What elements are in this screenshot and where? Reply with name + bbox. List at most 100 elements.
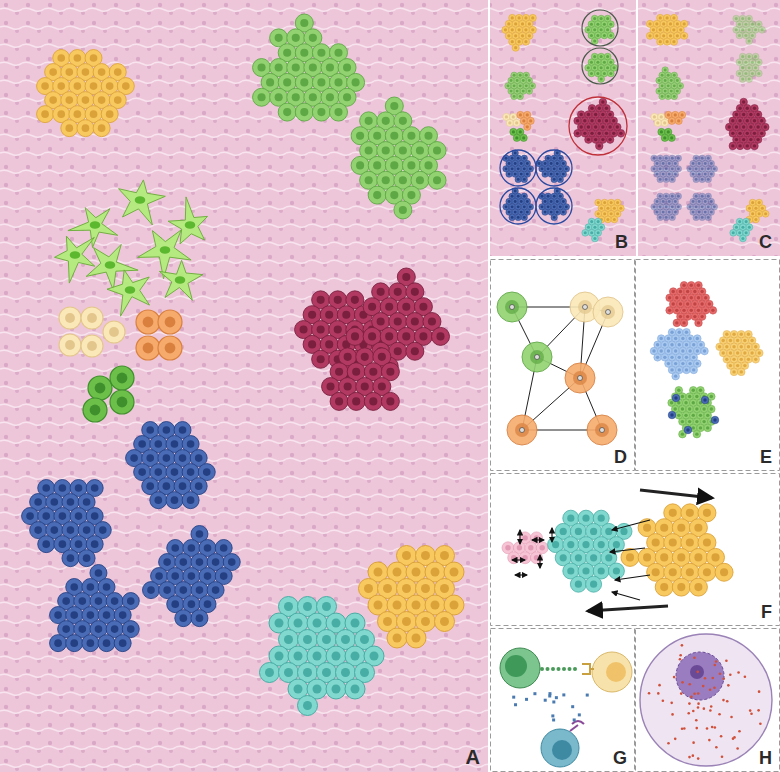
cell-nucleus [741,237,744,240]
cell-nucleus [300,326,308,334]
cell-nucleus [669,509,677,517]
cell-nucleus [560,554,567,561]
cell-nucleus [600,28,603,31]
cell-nucleus [670,136,673,139]
cell [50,635,67,652]
cell [739,76,746,83]
cell-nucleus [393,568,402,577]
cell-nucleus [525,84,528,87]
cell-nucleus [505,115,508,118]
cell-nucleus [597,231,600,234]
cell-nucleus [695,178,698,181]
cell [406,342,424,360]
cell-nucleus [677,119,680,122]
cell-nucleus [580,125,583,128]
cell-nucleus [590,23,593,26]
cell [673,319,681,327]
cell [663,214,669,220]
cell-nucleus [523,205,526,208]
cell-nucleus [399,206,407,214]
cell-nucleus [587,28,590,31]
cell-nucleus [681,337,684,340]
cell-nucleus [707,157,710,160]
cell [586,576,602,592]
cell [693,214,699,220]
cell-nucleus [688,395,691,398]
cell-nucleus [667,95,670,98]
cell [432,327,450,345]
cell-nucleus [62,597,70,605]
cell [695,319,703,327]
cell-nucleus [334,49,342,57]
cell-nucleus [203,468,211,476]
cell-nucleus [672,302,675,305]
cell-nucleus [309,93,317,101]
cell [406,628,426,648]
cell-nucleus [674,337,677,340]
cell-cluster [621,504,733,596]
cell-nucleus [732,345,735,348]
cell-nucleus [67,526,75,534]
cell-nucleus [365,147,373,155]
cell-nucleus [698,200,701,203]
cell [570,576,586,592]
cell-nucleus [593,237,596,240]
cell-nucleus [660,115,663,118]
cell-nucleus [740,370,743,373]
cell-cluster [510,128,527,141]
cell [191,610,208,627]
cell-nucleus [713,205,716,208]
cell-nucleus [196,558,204,566]
cell-cluster [687,193,718,221]
cell-nucleus [317,355,325,363]
cell [278,103,296,121]
cell-nucleus [511,205,514,208]
graph-nucleus [573,371,587,385]
cell-cluster [656,67,684,100]
cell-nucleus [74,82,82,90]
cell-nucleus [364,584,373,593]
cell-nucleus [653,157,656,160]
cell-nucleus [713,418,716,421]
cell-nucleus [114,68,122,76]
cell-nucleus [685,331,688,334]
cell-nucleus [87,583,95,591]
cell-nucleus [42,512,50,520]
cell-nucleus [590,231,593,234]
cell-nucleus [399,147,407,155]
cell-cluster [730,218,753,242]
cell [175,610,192,627]
cell [701,347,709,355]
cell [519,552,531,564]
cell [312,103,330,121]
cell-nucleus [660,349,663,352]
cell-nucleus [517,178,520,181]
cell-cluster [725,98,769,149]
cell-nucleus [743,364,746,367]
cell-nucleus [764,125,767,128]
cell-nucleus [300,49,308,57]
cell-nucleus [659,178,662,181]
cell-nucleus [685,343,688,346]
cell-nucleus [609,34,612,37]
cell [671,93,677,99]
cell-nucleus [708,302,711,305]
cell-nucleus [365,117,373,125]
cell-nucleus [664,90,667,93]
cell-nucleus [516,79,519,82]
cell-nucleus [567,567,574,574]
cell-nucleus [656,200,659,203]
cell-nucleus [605,554,612,561]
cell-nucleus [695,216,698,219]
cell [298,696,318,716]
cell-nucleus [590,107,593,110]
cell [506,171,512,177]
cell-nucleus [606,17,609,20]
cell-nucleus [517,16,520,19]
cell-nucleus [678,343,681,346]
cell-nucleus [735,113,738,116]
cell [730,229,737,236]
cell-nucleus [729,364,732,367]
cell-nucleus [655,34,658,37]
